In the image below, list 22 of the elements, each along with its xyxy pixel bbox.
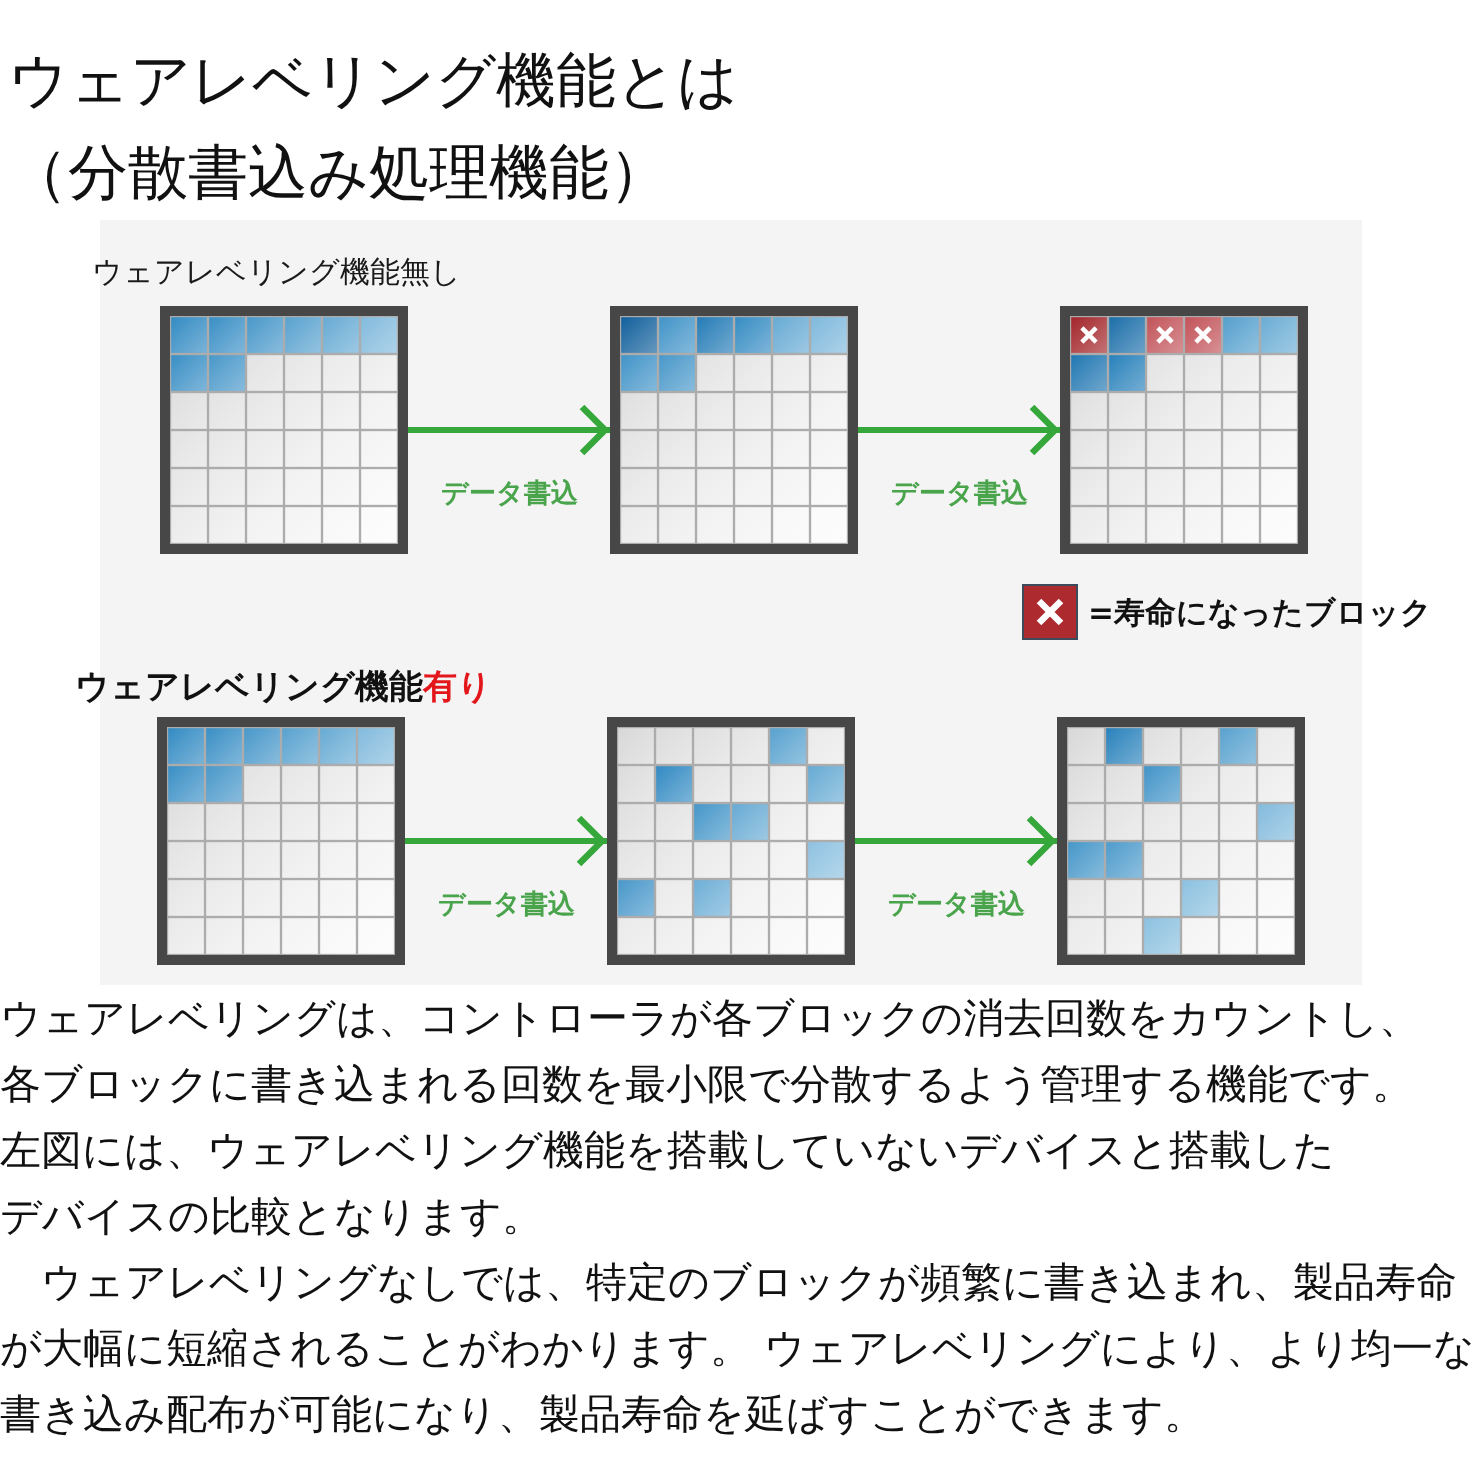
edge-label: データ書込 [437, 888, 575, 920]
arrow [858, 403, 1060, 457]
paragraph: ウェアレベリングなしでは、特定のブロックが頻繁に書き込まれ、製品寿命が大幅に短縮されることがわかります。 ウェアレベリングにより、より均一な書き込み配布が可能になり、製品寿命を延ばすことができます。 [0, 1257, 1477, 1440]
section-heading: ウェアレベリング機能 [75, 666, 423, 706]
edge-label: データ書込 [440, 477, 578, 509]
legend-text: =寿命になったブロック [1088, 593, 1432, 632]
title: ウェアレベリング機能とは（分散書込み処理機能） [8, 44, 739, 209]
arrow [855, 814, 1057, 868]
memory-block-grid [610, 306, 858, 554]
edge-label: データ書込 [887, 888, 1025, 920]
memory-block-grid [607, 717, 855, 965]
paragraph: ウェアレベリングは、コントローラが各ブロックの消去回数をカウントし、各ブロックに書き込まれる回数を最小限で分散するよう管理する機能です。 [0, 993, 1421, 1110]
arrow [405, 814, 607, 868]
section-heading: 有り [423, 666, 492, 706]
paragraph: 左図には、ウェアレベリング機能を搭載していないデバイスと搭載したデバイスの比較となります。 [0, 1125, 1336, 1242]
memory-block-grid [160, 306, 408, 554]
section-heading: ウェアレベリング機能無し [92, 254, 461, 290]
memory-block-grid [1057, 717, 1305, 965]
arrow [408, 403, 610, 457]
memory-block-grid [1060, 306, 1308, 554]
edge-label: データ書込 [890, 477, 1028, 509]
memory-block-grid [157, 717, 405, 965]
